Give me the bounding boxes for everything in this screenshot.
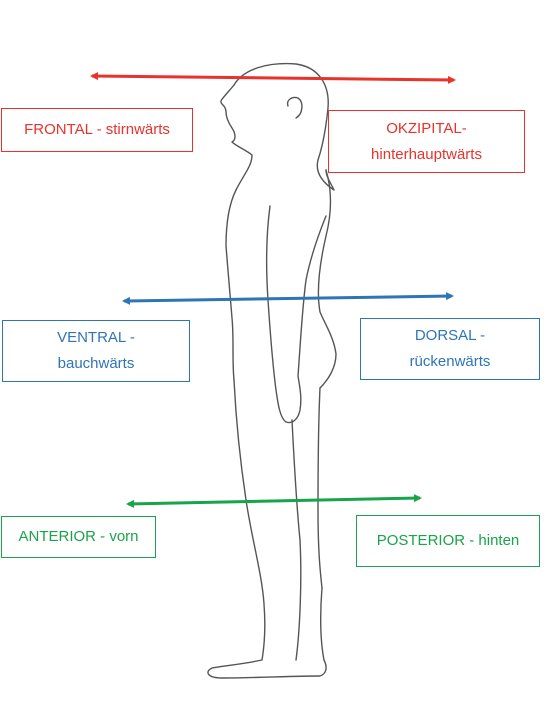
okzipital-label-line2: hinterhauptwärts	[371, 145, 482, 163]
frontal-label: FRONTAL - stirnwärts	[1, 108, 193, 152]
back-outline	[317, 169, 337, 389]
anterior-posterior-arrow	[126, 494, 422, 508]
posterior-label-text: POSTERIOR - hinten	[376, 532, 520, 549]
face-profile	[220, 84, 253, 191]
ventral-dorsal-arrow	[122, 292, 454, 305]
dorsal-label: DORSAL - rückenwärts	[360, 318, 540, 380]
dorsal-label-line1: DORSAL -	[414, 327, 486, 344]
posterior-label: POSTERIOR - hinten	[356, 515, 540, 567]
frontal-okzipital-arrow	[90, 72, 456, 84]
human-body-outline	[207, 62, 337, 679]
head-outline	[233, 62, 335, 191]
frontal-label-text: FRONTAL - stirnwärts	[24, 121, 170, 138]
ventral-label-line1: VENTRAL -	[57, 329, 135, 346]
ventral-label: VENTRAL - bauchwärts	[2, 320, 190, 382]
chest-outline	[225, 189, 237, 381]
ear-outline	[286, 96, 303, 119]
anterior-label-text: ANTERIOR - vorn	[18, 528, 139, 545]
ventral-label-line2: bauchwärts	[57, 355, 135, 372]
leg-front-outline	[207, 379, 327, 679]
dorsal-label-line2: rückenwärts	[409, 353, 491, 370]
anterior-label: ANTERIOR - vorn	[1, 516, 156, 558]
inner-leg-outline	[291, 419, 302, 661]
okzipital-label: OKZIPITAL- hinterhauptwärts	[328, 110, 525, 173]
arm-front-outline	[265, 205, 327, 424]
leg-back-outline	[317, 387, 323, 589]
okzipital-label-line1: OKZIPITAL-	[386, 119, 467, 137]
